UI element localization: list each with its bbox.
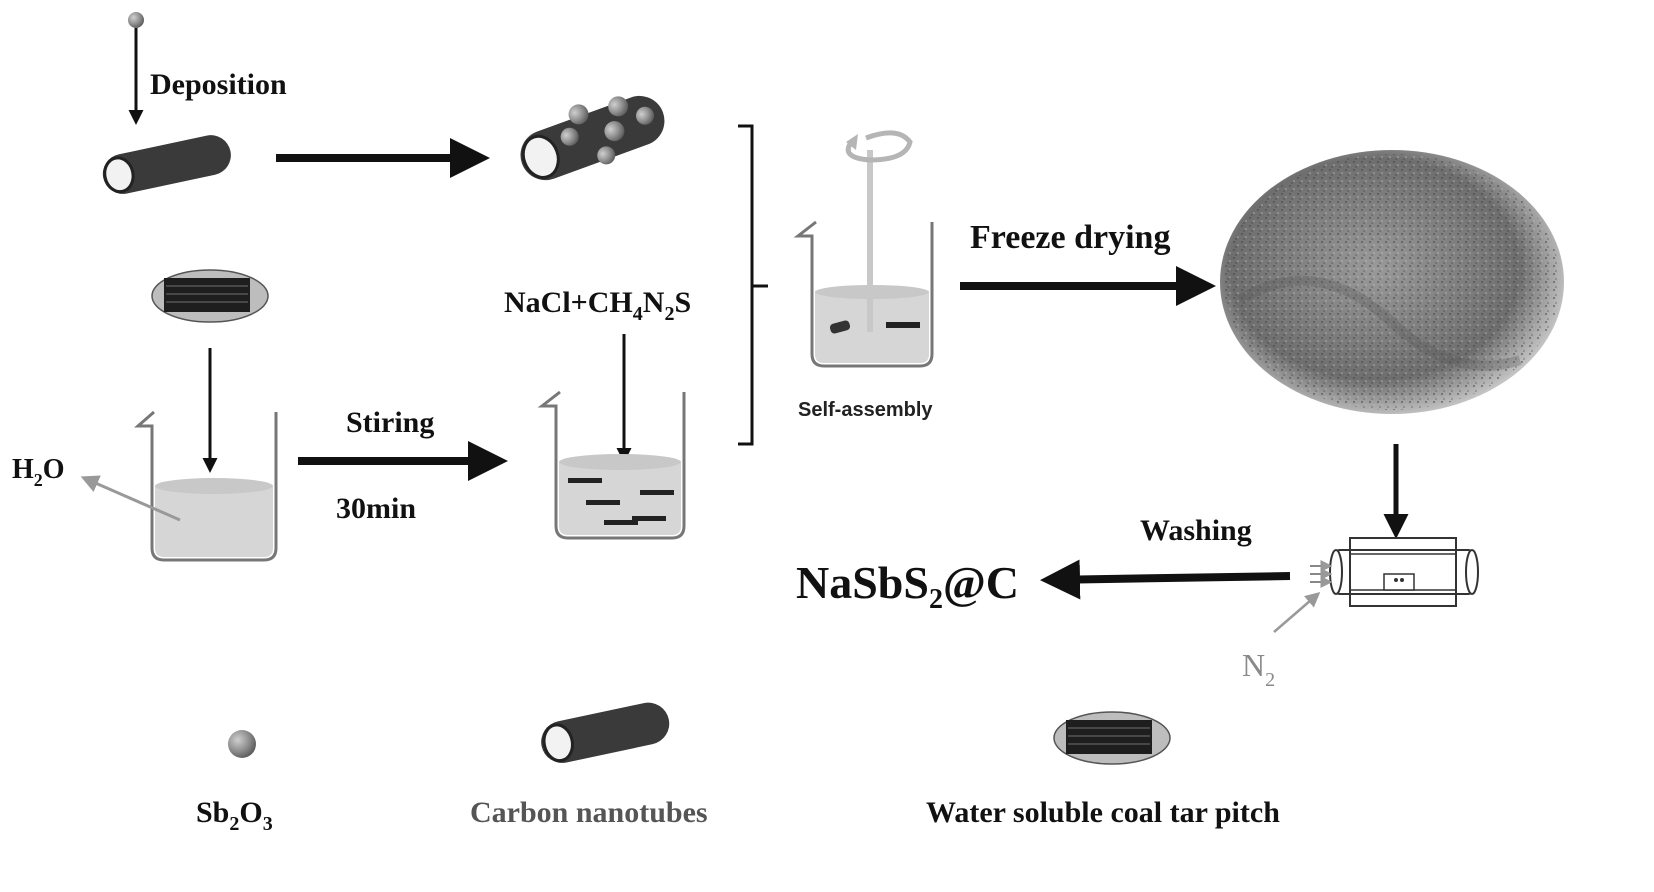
product-label: NaSbS2@C [796, 557, 1019, 615]
falling-sb2o3-particle [128, 12, 144, 28]
legend-pitch-label: Water soluble coal tar pitch [926, 796, 1280, 829]
water-beaker-icon [134, 410, 278, 562]
deposition-label: Deposition [150, 68, 287, 101]
nitrogen-label: N2 [1242, 647, 1275, 691]
reagent-label: NaCl+CH4N2S [504, 286, 691, 325]
coated-nanotube-icon [520, 95, 665, 181]
water-label: H2O [12, 454, 65, 490]
self-assembly-beaker-icon [793, 130, 934, 368]
water-pointer-arrow [80, 475, 181, 522]
merge-bracket [738, 124, 768, 446]
legend-pitch-icon [1053, 711, 1171, 765]
washing-arrow [1040, 559, 1291, 600]
nitrogen-arrow [1273, 592, 1321, 633]
freeze-drying-label: Freeze drying [970, 219, 1170, 256]
legend-sb2o3-sphere [228, 730, 256, 758]
reaction-beaker-icon [537, 390, 686, 540]
tube-furnace-icon [1310, 537, 1479, 607]
washing-label: Washing [1140, 514, 1252, 547]
legend-sb2o3-label: Sb2O3 [196, 796, 273, 835]
aerogel-image [1220, 150, 1564, 414]
legend-carbon-nanotubes-label: Carbon nanotubes [470, 796, 708, 829]
stiring-label: Stiring [346, 406, 434, 439]
carbon-nanotube-icon [102, 135, 231, 194]
self-assembly-label: Self-assembly [798, 399, 933, 421]
time-label: 30min [336, 492, 416, 525]
coal-tar-pitch-icon [151, 269, 269, 323]
legend-carbon-nanotube-icon [541, 702, 670, 763]
